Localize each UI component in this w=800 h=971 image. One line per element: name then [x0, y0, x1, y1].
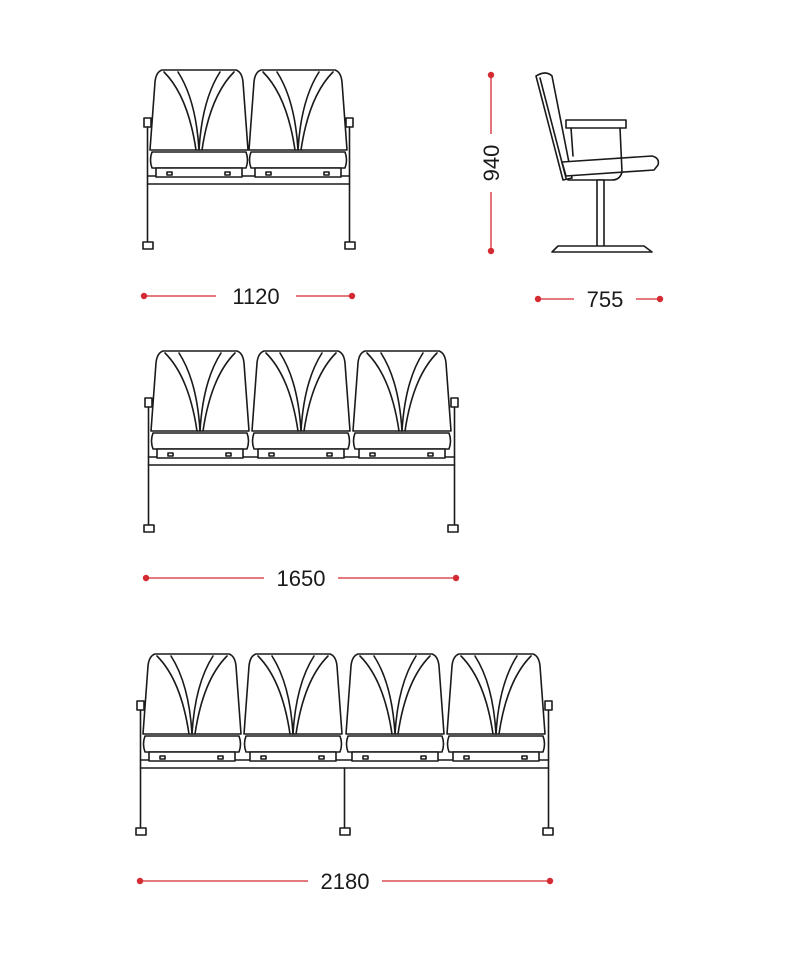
seat	[345, 653, 445, 762]
foot	[339, 827, 351, 836]
seat	[243, 653, 343, 762]
seat	[149, 69, 249, 178]
dimension-label-1120: 1120	[232, 284, 279, 309]
dimension-width-two-seat: 1120	[140, 284, 356, 309]
foot	[344, 241, 356, 250]
pedestal-column	[596, 179, 605, 249]
chair-side-view	[535, 72, 660, 253]
four-seat-bench-front-view	[135, 653, 554, 836]
two-seat-bench-front-view	[142, 69, 356, 250]
dimension-label-755: 755	[587, 287, 624, 312]
base-foot	[551, 245, 653, 253]
seat	[142, 653, 242, 762]
foot	[447, 524, 459, 533]
armrest-side	[565, 119, 627, 129]
dimension-depth: 755	[534, 287, 664, 312]
foot	[143, 524, 155, 533]
seat	[446, 653, 546, 762]
seat	[251, 350, 351, 459]
three-seat-bench-front-view	[143, 350, 459, 533]
dimension-height: 940	[479, 71, 504, 255]
seat	[150, 350, 250, 459]
dimension-width-four-seat: 2180	[136, 869, 554, 894]
dimension-label-2180: 2180	[321, 869, 370, 894]
foot	[135, 827, 147, 836]
seat	[248, 69, 348, 178]
foot	[542, 827, 554, 836]
dimension-width-three-seat: 1650	[142, 566, 460, 591]
foot	[142, 241, 154, 250]
seat-side	[561, 155, 660, 177]
armrest-cap	[143, 117, 152, 128]
dimension-label-940: 940	[479, 145, 504, 182]
seat	[352, 350, 452, 459]
armrest-cap	[345, 117, 354, 128]
dimension-label-1650: 1650	[277, 566, 326, 591]
